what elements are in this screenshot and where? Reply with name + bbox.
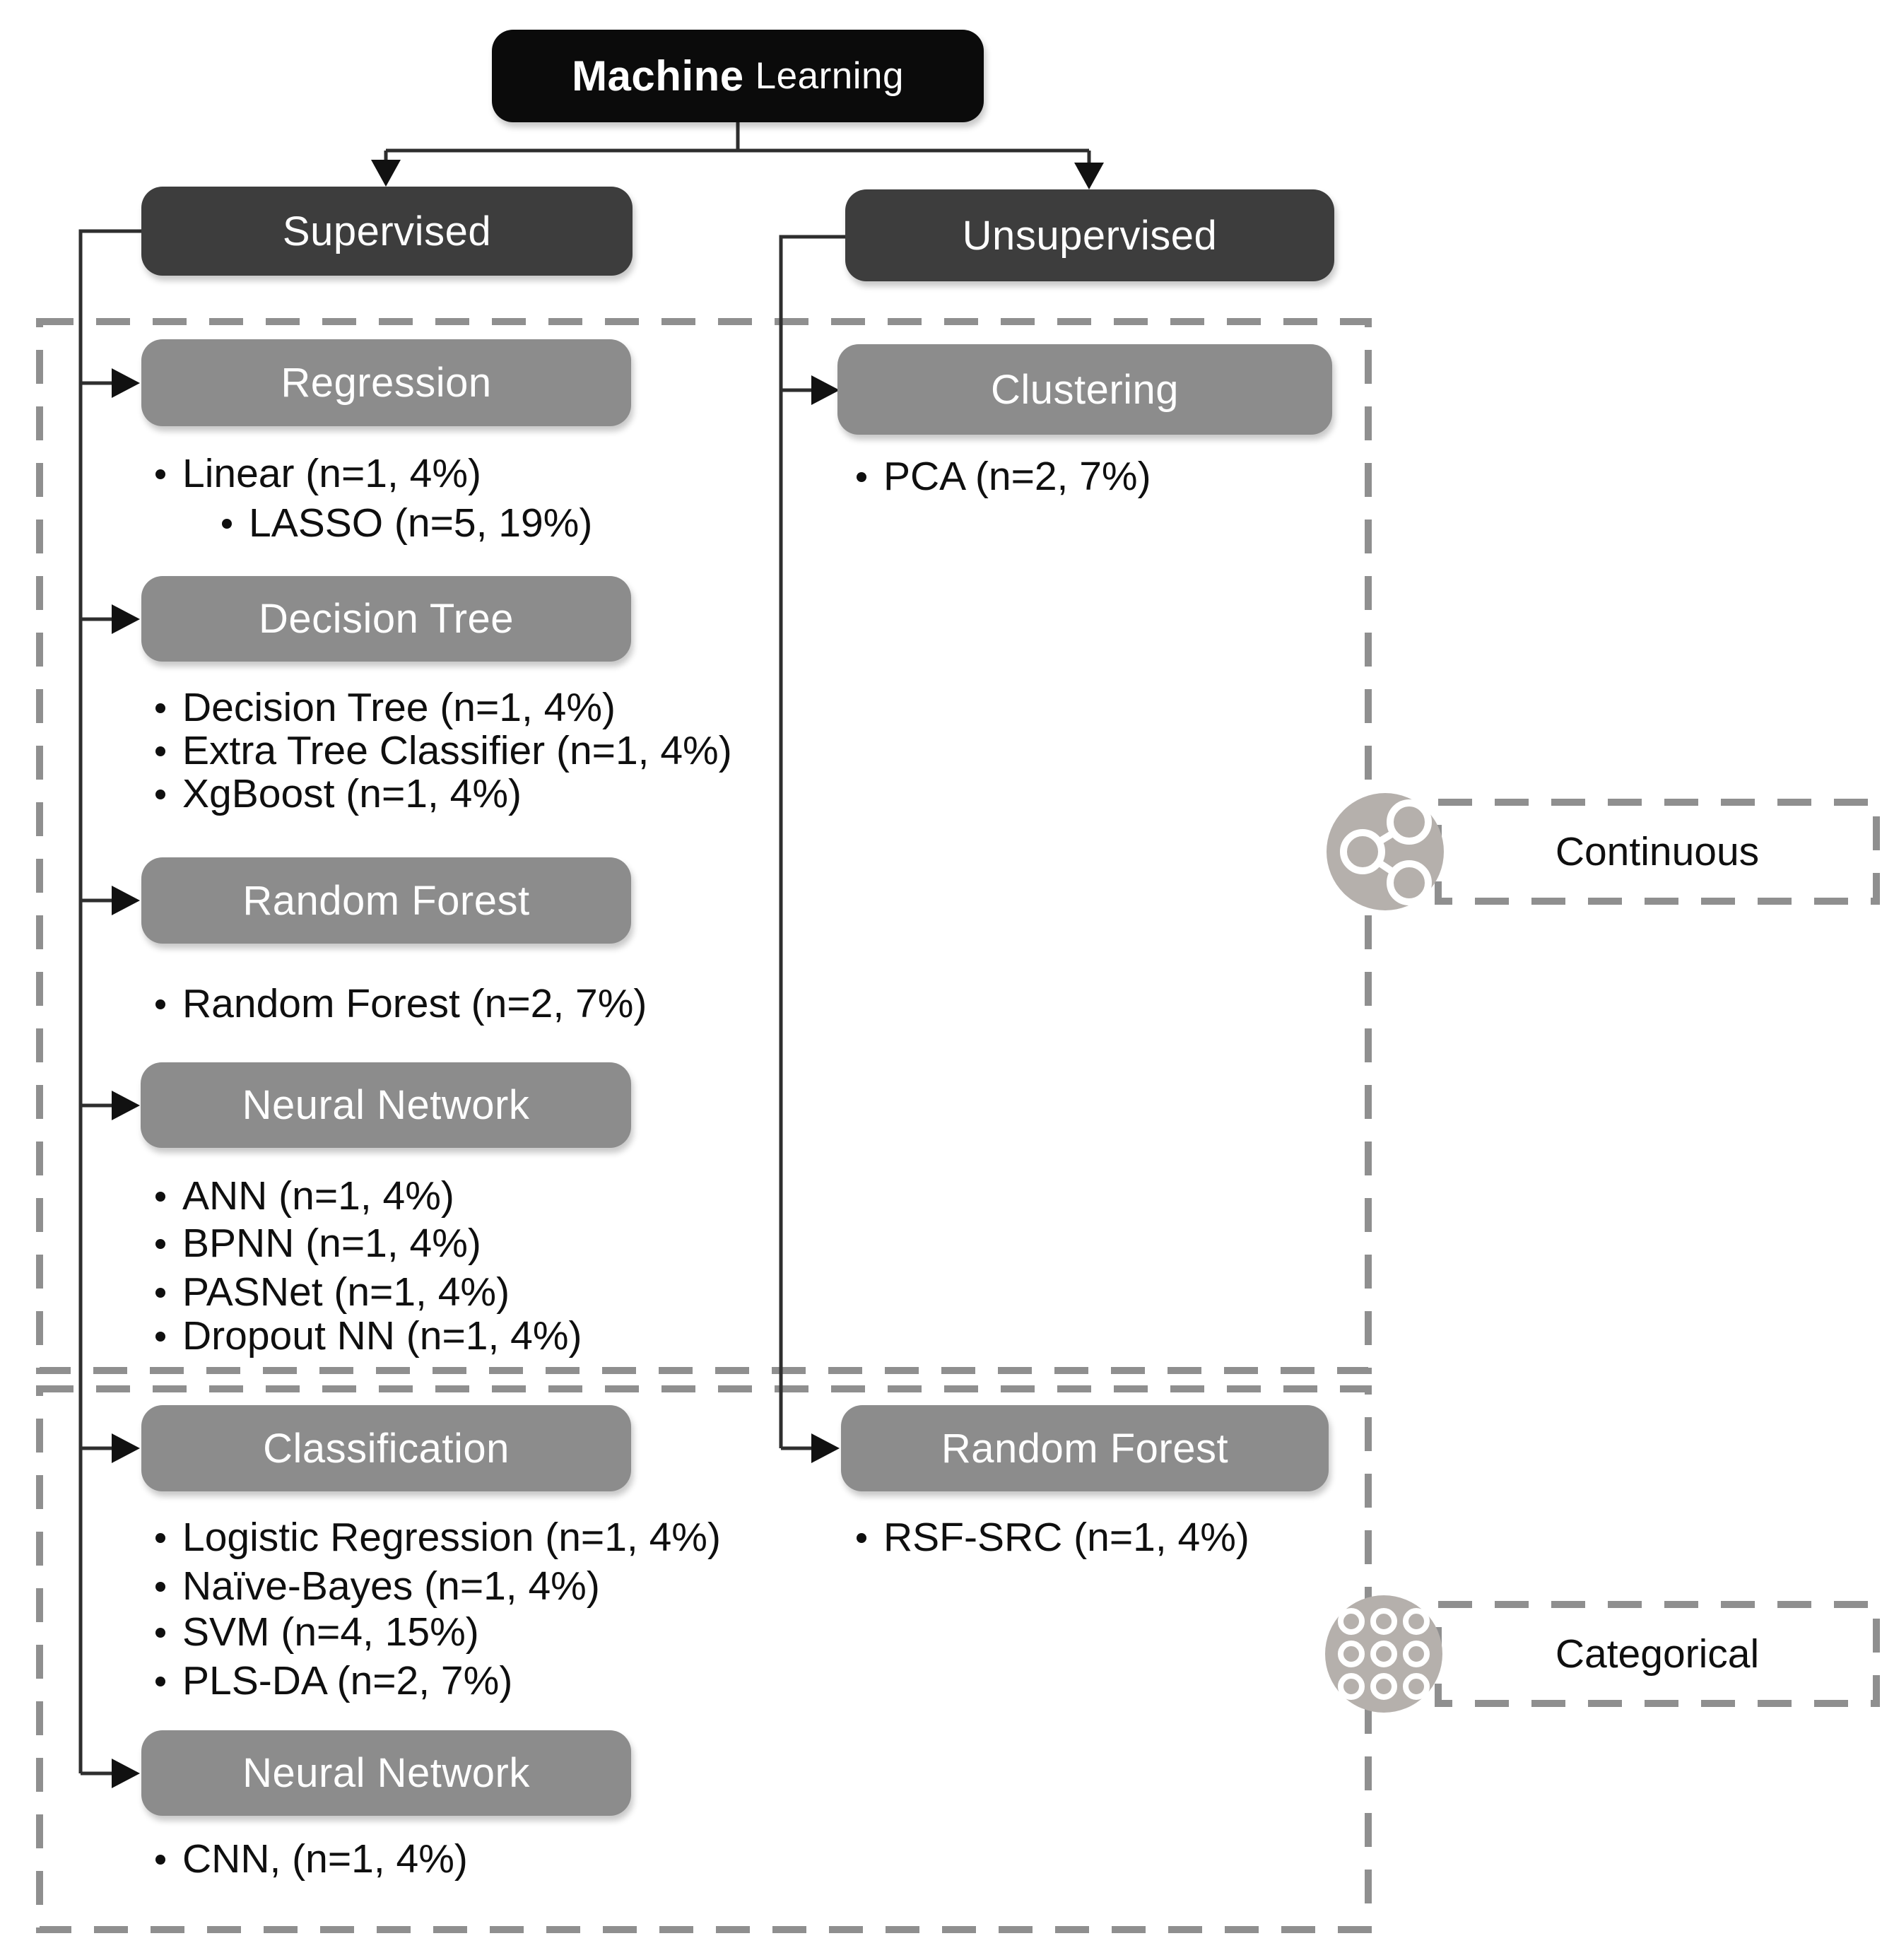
connector-root-branches [384,122,1091,164]
algorithm-item: CNN, (n=1, 4%) [155,1836,468,1882]
algorithm-item: Logistic Regression (n=1, 4%) [155,1515,721,1560]
dot-grid-icon [1325,1595,1442,1713]
machine-learning-word1: Machine [572,52,744,100]
network-share-icon [1327,793,1444,910]
algorithm-item: BPNN (n=1, 4%) [155,1221,481,1266]
algorithm-item: Linear (n=1, 4%) [155,451,481,496]
legend-continuous-label: Continuous [1555,829,1760,874]
algorithm-item: Random Forest (n=2, 7%) [155,981,647,1026]
arrowhead-unsupervised [1074,163,1104,189]
classification-node: Classification [141,1405,631,1491]
clustering-node: Clustering [837,344,1332,435]
neural-network-classification-node: Neural Network [141,1730,631,1816]
legend-categorical-label: Categorical [1555,1631,1760,1677]
algorithm-item: PCA (n=2, 7%) [857,454,1151,499]
algorithm-item: Dropout NN (n=1, 4%) [155,1313,582,1358]
arrowheads-supervised-children [112,368,140,1788]
algorithm-item: LASSO (n=5, 19%) [221,500,593,546]
algorithm-item: RSF-SRC (n=1, 4%) [857,1515,1249,1560]
algorithm-item: ANN (n=1, 4%) [155,1173,454,1219]
algorithm-item: Decision Tree (n=1, 4%) [155,685,616,730]
neural-network-supervised-node: Neural Network [141,1062,631,1148]
algorithm-item: SVM (n=4, 15%) [155,1609,479,1655]
decision-tree-node: Decision Tree [141,576,631,662]
random-forest-unsupervised-node: Random Forest [841,1405,1329,1491]
connector-unsupervised-spine [779,235,845,1450]
algorithm-item: Extra Tree Classifier (n=1, 4%) [155,728,732,773]
unsupervised-node: Unsupervised [845,189,1334,281]
algorithm-item: PLS-DA (n=2, 7%) [155,1658,513,1703]
random-forest-supervised-node: Random Forest [141,857,631,944]
legend-categorical-box [1435,1601,1880,1707]
connector-supervised-spine [78,229,141,1776]
arrowheads-unsupervised-children [811,375,840,1463]
supervised-node: Supervised [141,187,633,276]
machine-learning-node: Machine Learning [492,30,984,122]
machine-learning-word2: Learning [755,55,904,97]
arrowhead-supervised [371,160,401,187]
algorithm-item: XgBoost (n=1, 4%) [155,771,522,816]
algorithm-item: Naïve-Bayes (n=1, 4%) [155,1563,600,1609]
algorithm-item: PASNet (n=1, 4%) [155,1269,510,1315]
regression-node: Regression [141,339,631,426]
